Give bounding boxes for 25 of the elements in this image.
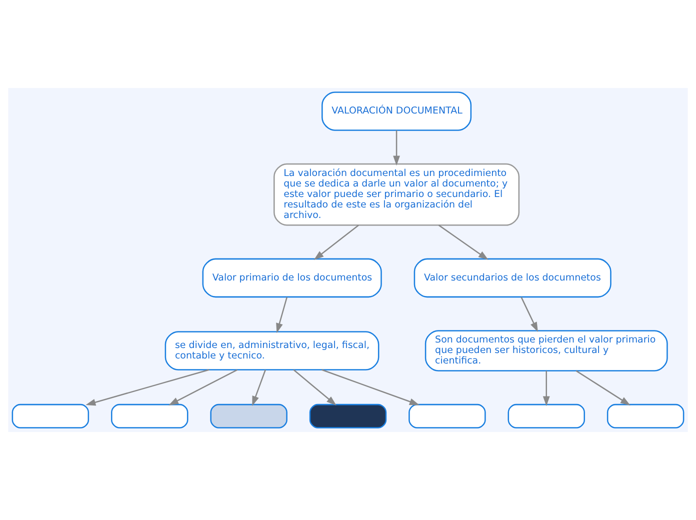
arrow [293, 369, 336, 406]
node-box [408, 404, 486, 428]
node-box: La valoración documental es un procedimiento que se dedica a darle un valor al documento; y este valor puede ser primario o secundario. El resultado de este es la organización del archivo. [274, 163, 520, 226]
node-box [12, 404, 90, 428]
node-box [210, 404, 288, 428]
node-box: Son documentos que pierden el valor primario que pueden ser historicos, cultural y cientifica. [424, 330, 668, 372]
node-box: Valor secundarios de los documnetos [414, 258, 612, 298]
arrow [252, 370, 266, 406]
arrow [576, 370, 630, 406]
node-box: Valor primario de los documentos [202, 258, 382, 298]
node-box [309, 404, 387, 428]
node-box [111, 404, 188, 428]
node-box [508, 404, 585, 428]
arrow [276, 297, 288, 334]
arrow [322, 369, 420, 406]
node-box: se divide en, administrativo, legal, fiscal, contable y tecnico. [164, 331, 380, 370]
node-box: VALORACIÓN DOCUMENTAL [322, 92, 472, 131]
node-box [606, 404, 684, 428]
arrow [314, 224, 359, 260]
arrow [520, 296, 538, 332]
arrow [542, 370, 550, 406]
arrow [168, 369, 238, 406]
arrow [438, 224, 488, 260]
arrow [393, 130, 400, 166]
arrow [86, 369, 210, 406]
